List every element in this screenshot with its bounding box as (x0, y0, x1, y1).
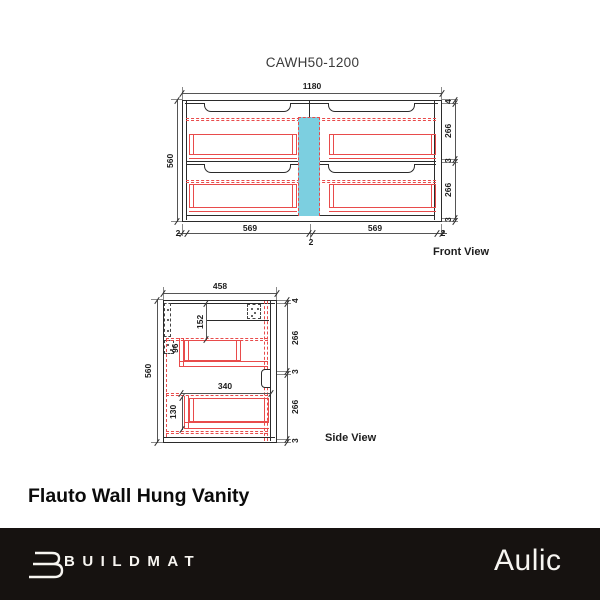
extension-line (277, 442, 291, 443)
screw-dot (251, 308, 253, 310)
center-duct-highlight (298, 117, 320, 216)
drawer-box-outline (189, 398, 269, 422)
side-view-label: Side View (325, 432, 377, 444)
dim-label: 266 (443, 182, 453, 198)
bracket-dashed (247, 304, 261, 319)
dim-label: 266 (290, 330, 300, 346)
drawer-back (184, 396, 189, 429)
mount-rail-dashed (164, 303, 171, 337)
carcass-line (186, 101, 187, 220)
drawer-box-outline (329, 134, 436, 155)
drawer-outline (329, 211, 436, 212)
rail-line (206, 320, 269, 321)
product-title: Flauto Wall Hung Vanity (28, 485, 250, 507)
side-view-drawing (163, 300, 277, 443)
dim-label: 2 (440, 228, 446, 238)
model-code: CAWH50-1200 (265, 55, 360, 70)
drawer-bottom (179, 361, 268, 367)
dim-label: 266 (443, 123, 453, 139)
dimension-line (177, 100, 178, 222)
dim-label-top-offset: 152 (195, 314, 205, 330)
handle-recess (328, 164, 415, 173)
handle-recess (204, 103, 291, 112)
carcass-line (185, 103, 438, 104)
dim-label-drawer-depth: 340 (217, 381, 233, 391)
dimension-line (157, 300, 158, 443)
front-view-drawing (182, 100, 442, 222)
drawer-outline (189, 158, 297, 159)
dim-label: 3 (443, 158, 453, 164)
extension-line (442, 159, 458, 160)
dim-label: 3 (290, 369, 300, 375)
drawer-outline (166, 339, 167, 437)
handle-recess (328, 103, 415, 112)
buildmat-logo-icon (29, 551, 64, 579)
drawer-box-outline (329, 184, 436, 208)
drawer-gap-line (309, 101, 310, 118)
screw-dot (167, 309, 169, 311)
extension-line (277, 303, 291, 304)
drawer-box-outline (189, 184, 297, 208)
drawer-box-outline (184, 340, 241, 361)
dim-label: 4 (443, 99, 453, 105)
dimension-line (181, 393, 271, 394)
dim-label-front-height: 560 (165, 153, 175, 169)
handle-recess (204, 164, 291, 173)
dim-label: 569 (242, 223, 258, 233)
carcass-line (434, 101, 435, 220)
drawer-box-outline (189, 134, 297, 155)
carcass-line (164, 437, 275, 438)
dim-label: 4 (290, 298, 300, 304)
extension-line (442, 103, 458, 104)
screw-dot (167, 344, 169, 346)
dim-label: 3 (290, 438, 300, 444)
extension-line (441, 224, 442, 236)
finger-pull-notch (261, 369, 271, 388)
screw-dot (167, 319, 169, 321)
dim-label-front-width: 1180 (302, 81, 322, 91)
extension-line (277, 300, 291, 301)
carcass-line (164, 303, 275, 304)
dim-label-drawer-height: 130 (168, 404, 178, 420)
dim-label: 266 (290, 399, 300, 415)
manufacturer-name: Aulic (494, 544, 562, 577)
dimension-line (182, 397, 183, 430)
dimension-line (163, 293, 277, 294)
extension-line (442, 162, 458, 163)
extension-line (442, 99, 458, 100)
screw-dot (170, 349, 172, 351)
dim-label-side-height: 560 (143, 363, 153, 379)
screw-dot (167, 330, 169, 332)
drawer-outline (166, 431, 268, 434)
front-view-label: Front View (433, 246, 490, 258)
dimension-line (206, 303, 207, 340)
dim-label-bracket: 96 (170, 343, 180, 353)
footer-bar: BUILDMAT Aulic (0, 528, 600, 600)
extension-line (277, 374, 291, 375)
screw-dot (254, 312, 256, 314)
dim-label: 569 (367, 223, 383, 233)
drawer-outline (189, 211, 297, 212)
extension-line (277, 371, 291, 372)
extension-line (277, 439, 291, 440)
drawer-outline (329, 158, 436, 159)
extension-line (442, 218, 458, 219)
dim-label: 3 (443, 217, 453, 223)
extension-line (442, 221, 458, 222)
dim-label: 2 (175, 228, 181, 238)
dim-label: 2 (308, 237, 314, 247)
drawer-back (179, 338, 184, 367)
screw-dot (257, 308, 259, 310)
dimension-line (182, 93, 442, 94)
screw-dot (251, 315, 253, 317)
brand-name: BUILDMAT (64, 553, 202, 570)
drawer-bottom (184, 422, 269, 429)
dim-label-side-depth: 458 (212, 281, 228, 291)
